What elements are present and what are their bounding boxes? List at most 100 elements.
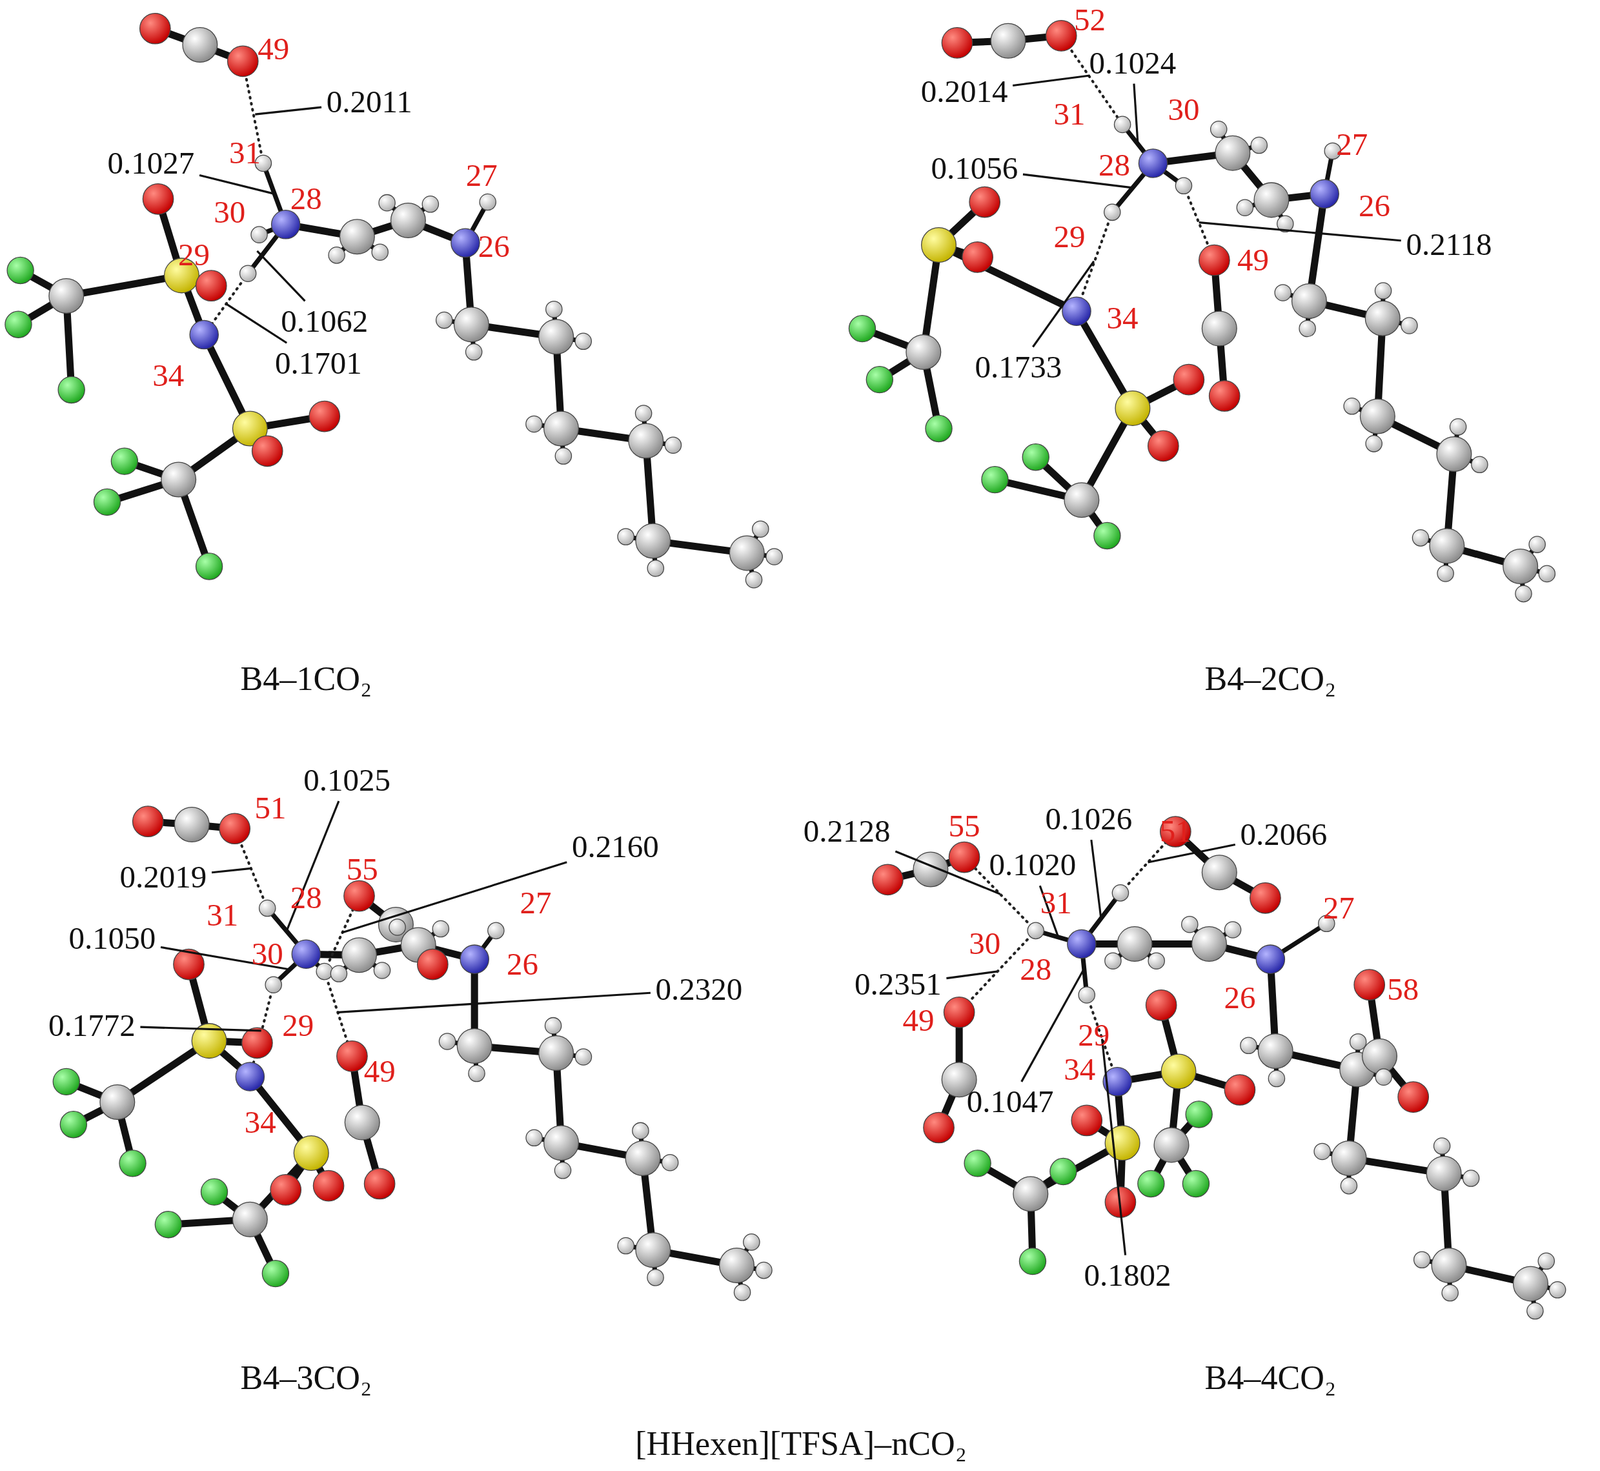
atom bbox=[745, 571, 762, 588]
atom bbox=[554, 1162, 571, 1179]
atom bbox=[1412, 529, 1429, 547]
atom bbox=[1436, 436, 1472, 472]
atom bbox=[1401, 317, 1418, 334]
atom bbox=[1429, 528, 1465, 564]
atom bbox=[196, 553, 223, 580]
atom bbox=[647, 560, 664, 577]
atom bbox=[373, 962, 390, 979]
atom-number: 26 bbox=[506, 946, 539, 982]
atom bbox=[1257, 1033, 1293, 1069]
atom-number: 26 bbox=[1358, 188, 1391, 224]
bond-distance: 0.2128 bbox=[803, 814, 891, 850]
atom bbox=[1299, 320, 1316, 337]
atom bbox=[943, 997, 974, 1028]
atom bbox=[154, 1211, 182, 1238]
atom-number: 27 bbox=[520, 885, 552, 921]
atom bbox=[232, 1201, 268, 1237]
atom bbox=[1350, 1033, 1367, 1051]
atom bbox=[468, 1064, 485, 1082]
atom bbox=[1274, 284, 1291, 301]
atom-number: 31 bbox=[229, 135, 261, 171]
atom bbox=[635, 1232, 671, 1268]
atom-number: 30 bbox=[213, 194, 246, 230]
atom bbox=[1215, 135, 1251, 171]
atom bbox=[632, 1122, 649, 1139]
atom bbox=[240, 265, 257, 282]
atom-number: 34 bbox=[1063, 1052, 1096, 1087]
bond-distance: 0.1026 bbox=[1045, 802, 1133, 838]
atom bbox=[1397, 1081, 1429, 1113]
atom bbox=[58, 376, 85, 403]
atom bbox=[1437, 565, 1454, 582]
atom bbox=[1549, 1281, 1566, 1298]
atom-number: 30 bbox=[251, 936, 284, 972]
atom bbox=[1250, 136, 1267, 153]
atom bbox=[1199, 244, 1230, 275]
atom bbox=[1433, 1137, 1450, 1155]
atom bbox=[1104, 1125, 1140, 1161]
bond-distance: 0.2160 bbox=[571, 829, 659, 865]
atom bbox=[743, 1234, 760, 1251]
atom bbox=[436, 311, 453, 328]
atom bbox=[1224, 921, 1241, 938]
atom bbox=[1201, 311, 1237, 346]
atom-number: 51 bbox=[254, 790, 286, 826]
atom bbox=[60, 1111, 87, 1138]
bond-distance: 0.1802 bbox=[1084, 1257, 1172, 1293]
atom bbox=[262, 1260, 289, 1287]
atom bbox=[1314, 1143, 1331, 1160]
atom bbox=[242, 1027, 273, 1058]
atom bbox=[161, 462, 197, 497]
bond-distance: 0.2066 bbox=[1240, 817, 1328, 852]
leader-lines bbox=[140, 75, 1401, 1256]
atom bbox=[270, 1174, 301, 1206]
atom-number: 29 bbox=[282, 1008, 314, 1044]
atom bbox=[969, 186, 1000, 217]
atom bbox=[7, 256, 34, 284]
atom bbox=[1138, 149, 1167, 178]
atom-number: 51 bbox=[1159, 814, 1192, 850]
bond-distance: 0.2011 bbox=[326, 84, 413, 120]
atom bbox=[1515, 585, 1532, 602]
atom-number: 58 bbox=[1387, 972, 1419, 1008]
atom bbox=[1201, 855, 1237, 891]
atom-number: 49 bbox=[1237, 242, 1269, 278]
atom bbox=[1182, 1170, 1209, 1197]
atom bbox=[1236, 199, 1253, 216]
leader-line bbox=[199, 175, 275, 195]
bond-distance: 0.1733 bbox=[974, 349, 1062, 385]
bond-distance: 0.1027 bbox=[107, 145, 195, 181]
atom bbox=[1113, 116, 1131, 133]
leader-line bbox=[895, 851, 1000, 894]
atom bbox=[251, 226, 268, 243]
atom bbox=[196, 270, 227, 301]
atom bbox=[1538, 1252, 1555, 1269]
atom bbox=[866, 366, 893, 394]
atom bbox=[1254, 182, 1289, 218]
atom bbox=[1529, 536, 1546, 553]
atom bbox=[456, 1028, 492, 1064]
atom bbox=[454, 307, 490, 343]
atom bbox=[460, 944, 489, 974]
panel-label: B4–4CO₂ bbox=[1204, 1359, 1337, 1397]
atom bbox=[1050, 1157, 1077, 1185]
bond-distance: 0.1047 bbox=[966, 1084, 1054, 1120]
atom bbox=[259, 899, 276, 916]
atom bbox=[1115, 391, 1151, 426]
atom bbox=[1414, 1251, 1431, 1268]
atom bbox=[1071, 1104, 1102, 1136]
atom bbox=[119, 1150, 146, 1177]
atom bbox=[719, 1248, 755, 1284]
atom bbox=[538, 1035, 574, 1071]
leader-line bbox=[211, 868, 252, 872]
atom bbox=[451, 228, 480, 257]
atom bbox=[1117, 926, 1153, 962]
atom bbox=[526, 1129, 543, 1146]
atom bbox=[100, 1084, 135, 1120]
molecule bbox=[872, 816, 1566, 1320]
atom bbox=[1027, 922, 1044, 939]
atom bbox=[378, 194, 395, 211]
atom bbox=[1067, 929, 1096, 958]
bond-distance: 0.2019 bbox=[120, 860, 208, 896]
atom bbox=[49, 278, 84, 314]
